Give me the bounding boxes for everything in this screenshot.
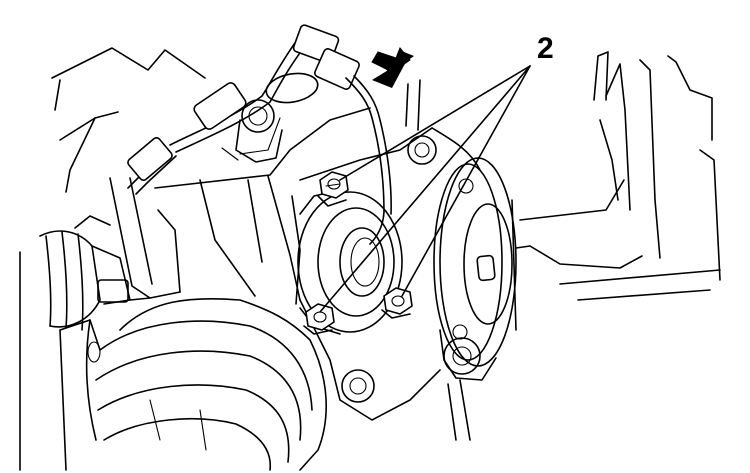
view-direction-arrow bbox=[371, 47, 414, 88]
hub-flange bbox=[433, 157, 517, 367]
hub-bolt bbox=[381, 287, 413, 319]
harness-connector bbox=[193, 82, 247, 130]
bearing-bore bbox=[339, 227, 385, 297]
callout-label: 2 bbox=[537, 32, 554, 65]
strut-panels bbox=[515, 51, 721, 301]
cv-joint-boot bbox=[59, 297, 327, 471]
hub-bearing bbox=[297, 189, 403, 335]
harness-connector bbox=[127, 137, 173, 181]
knuckle-hole bbox=[341, 369, 375, 403]
hub-bolt bbox=[303, 303, 335, 335]
sensor-harness bbox=[127, 24, 421, 245]
vehicle-frame bbox=[19, 47, 371, 471]
harness-clamp-ring bbox=[265, 72, 319, 104]
callout-leaders bbox=[319, 65, 531, 313]
knuckle-bolt-head bbox=[241, 99, 275, 133]
steering-knuckle bbox=[235, 99, 497, 441]
bearing-outer-race bbox=[297, 191, 403, 333]
drive-shaft bbox=[39, 230, 181, 331]
knuckle-hole bbox=[443, 337, 481, 375]
